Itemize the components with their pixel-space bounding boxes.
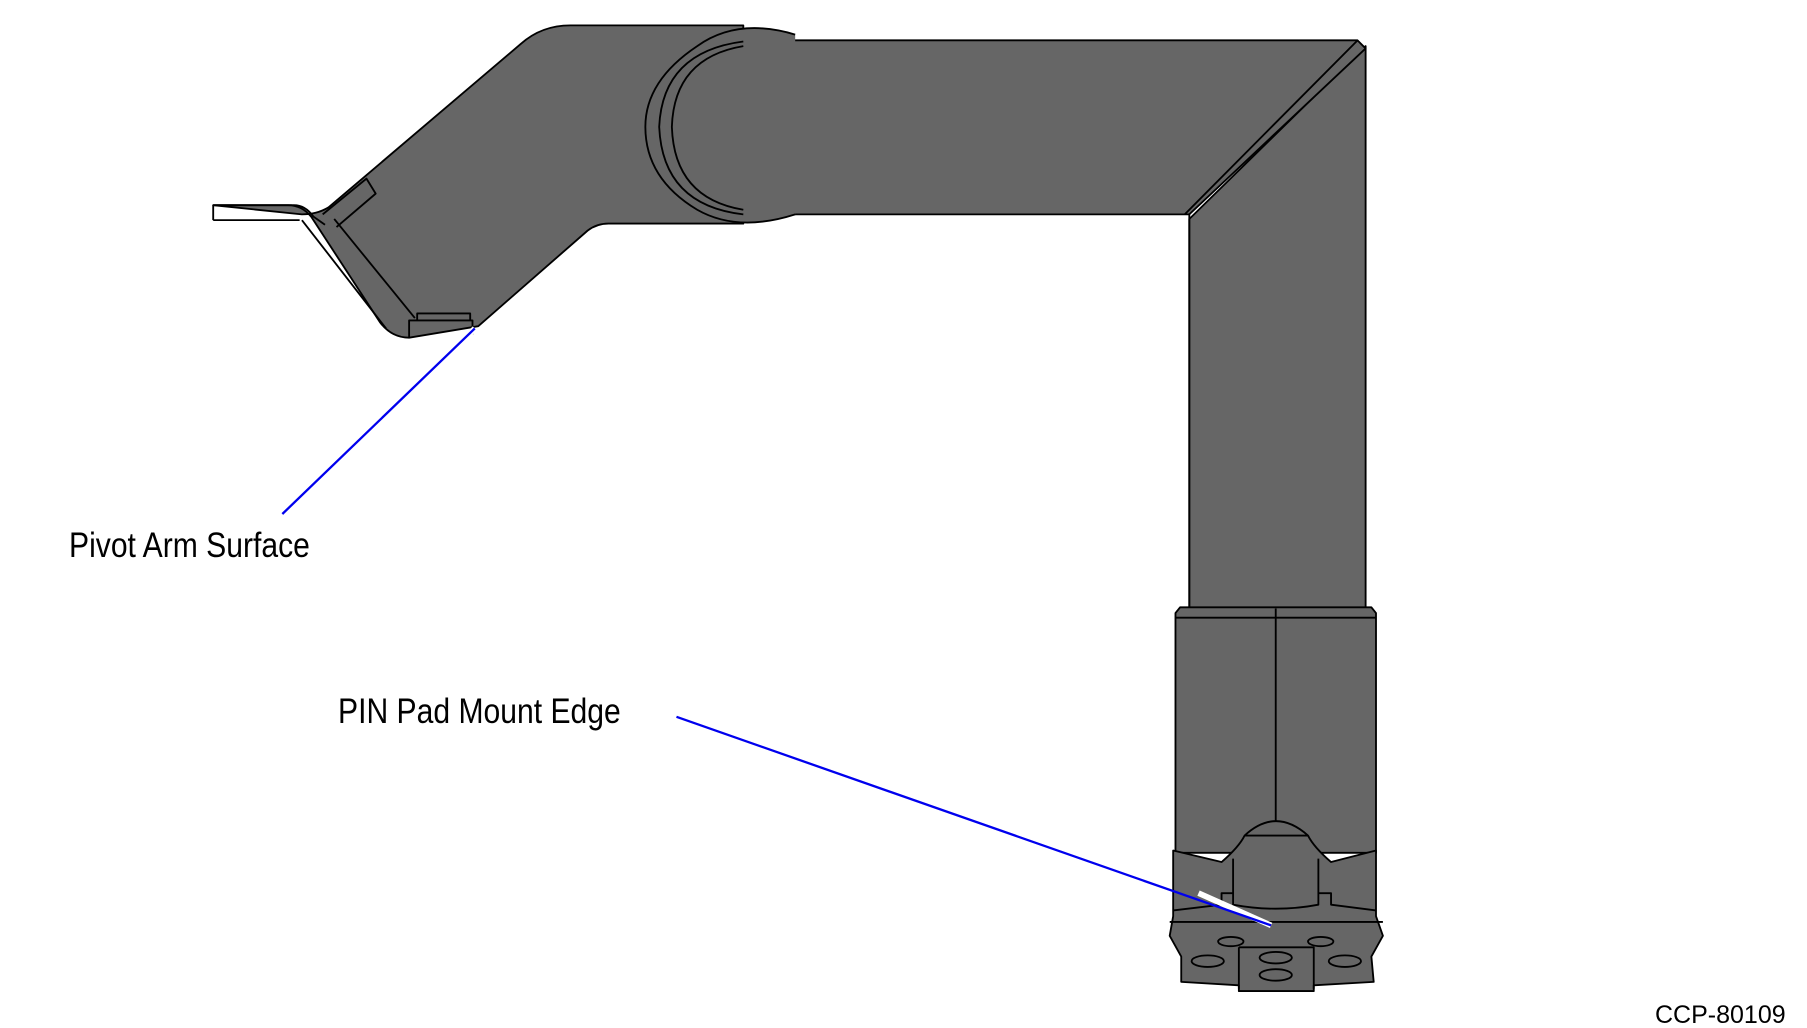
bolt-hole — [1258, 950, 1293, 965]
callout-pivot-arm-surface: Pivot Arm Surface — [69, 526, 310, 565]
collar-ring — [644, 27, 796, 224]
mount-edge-leader-line — [676, 715, 1272, 927]
bolt-hole — [1217, 936, 1245, 948]
bolt-hole — [1190, 954, 1225, 968]
bolt-hole — [1307, 936, 1335, 948]
callout-pin-pad-mount-edge: PIN Pad Mount Edge — [338, 692, 621, 731]
angled-section — [212, 24, 745, 339]
bolt-hole — [1327, 954, 1362, 968]
pivot-arm-leader-line — [281, 327, 476, 515]
bolt-hole — [1258, 968, 1293, 982]
figure-id: CCP-80109 — [1655, 1001, 1786, 1028]
